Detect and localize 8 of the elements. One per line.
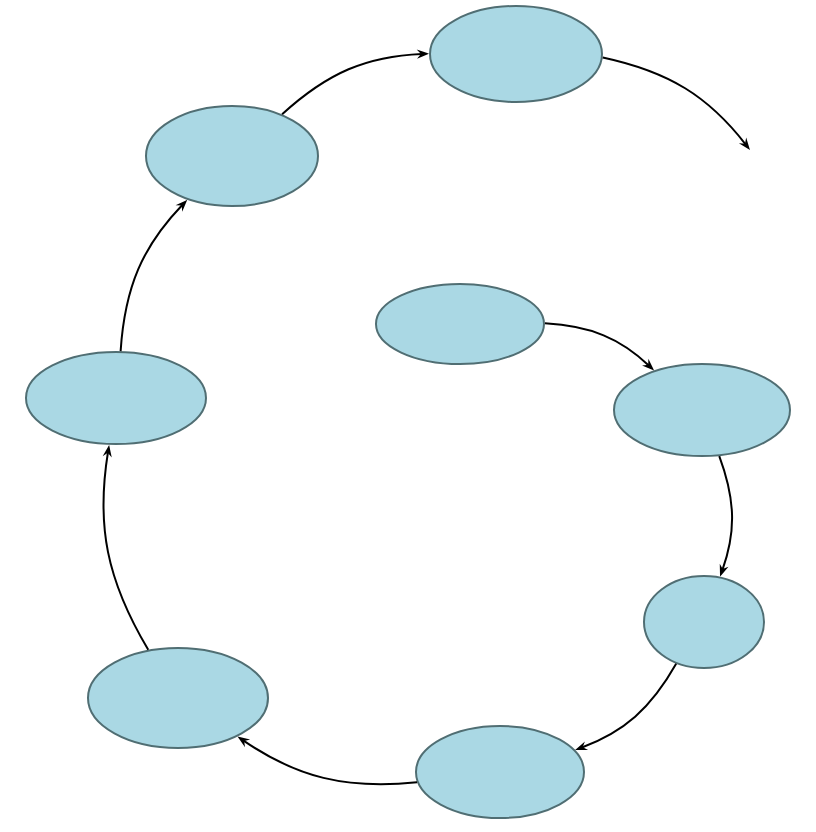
- process-ellipse: [145, 105, 319, 207]
- process-ellipse: [643, 575, 765, 669]
- process-ellipse: [415, 725, 585, 819]
- process-ellipse: [613, 363, 791, 457]
- process-ellipse: [429, 5, 603, 103]
- process-ellipse: [375, 283, 545, 365]
- process-ellipse: [25, 351, 207, 445]
- process-ellipse: [87, 647, 269, 749]
